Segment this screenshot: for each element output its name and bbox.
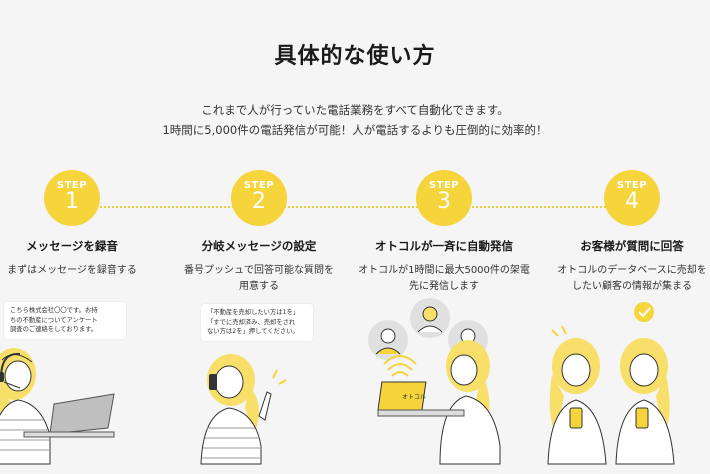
step-number: 2: [252, 189, 266, 214]
step-1-illustration: こちら株式会社〇〇です。お持 ちの不動産についてアンケート 調査のご連絡をしてお…: [0, 296, 160, 466]
step-3-desc: オトコルが1時間に最大5000件の架電 先に発信します: [358, 265, 530, 292]
operator-headset-icon: [0, 348, 115, 465]
step-4-heading: お客様が質問に回答: [580, 239, 684, 253]
two-women-phones-icon: [547, 302, 675, 465]
step-label: STEP: [56, 180, 88, 191]
step-connector: [95, 206, 630, 208]
step-label: STEP: [616, 180, 648, 191]
step-4-text: お客様が質問に回答 オトコルのデータベースに売却を したい顧客の情報が集まる: [544, 238, 710, 295]
lead-text-1: これまで人が行っていた電話業務をすべて自動化できます。: [201, 103, 509, 117]
step-1-desc: まずはメッセージを録音する: [7, 265, 137, 276]
customers-icon: [368, 298, 488, 360]
step-4-illustration: [536, 296, 710, 466]
step-number: 1: [65, 189, 79, 214]
step-3-text: オトコルが一斉に自動発信 オトコルが1時間に最大5000件の架電 先に発信します: [356, 238, 532, 295]
step-badge-3: STEP 3: [416, 170, 472, 226]
laptop-screen-label: オトコル: [402, 394, 427, 401]
speech-bubble: 「不動産を売却したい方は1を」 「すでに売却済み、売却をされ ない方は2を」押し…: [201, 304, 313, 341]
step-badge-4: STEP 4: [604, 170, 660, 226]
step-2-heading: 分岐メッセージの設定: [201, 239, 317, 253]
lead-text-2: 1時間に5,000件の電話発信が可能！人が電話するよりも圧倒的に効率的！: [162, 123, 548, 137]
woman-phone-icon: [200, 354, 287, 465]
step-badge-1: STEP 1: [44, 170, 100, 226]
step-1-text: メッセージを録音 まずはメッセージを録音する: [0, 238, 160, 279]
step-4-desc: オトコルのデータベースに売却を したい顧客の情報が集まる: [557, 265, 707, 292]
step-1-heading: メッセージを録音: [26, 239, 118, 253]
step-label: STEP: [243, 180, 275, 191]
step-number: 4: [625, 189, 639, 214]
step-number: 3: [437, 189, 451, 214]
step-3-heading: オトコルが一斉に自動発信: [375, 239, 513, 253]
step-3-illustration: オトコル: [356, 296, 532, 466]
step-badge-2: STEP 2: [231, 170, 287, 226]
step-2-desc: 番号プッシュで回答可能な質問を 用意する: [184, 265, 334, 292]
woman-laptop-icon: [377, 340, 501, 465]
speech-bubble: こちら株式会社〇〇です。お持 ちの不動産についてアンケート 調査のご連絡をしてお…: [4, 302, 126, 339]
step-2-illustration: 「不動産を売却したい方は1を」 「すでに売却済み、売却をされ ない方は2を」押し…: [171, 296, 347, 466]
step-2-text: 分岐メッセージの設定 番号プッシュで回答可能な質問を 用意する: [171, 238, 347, 295]
step-label: STEP: [428, 180, 460, 191]
page-title: 具体的な使い方: [274, 44, 436, 69]
